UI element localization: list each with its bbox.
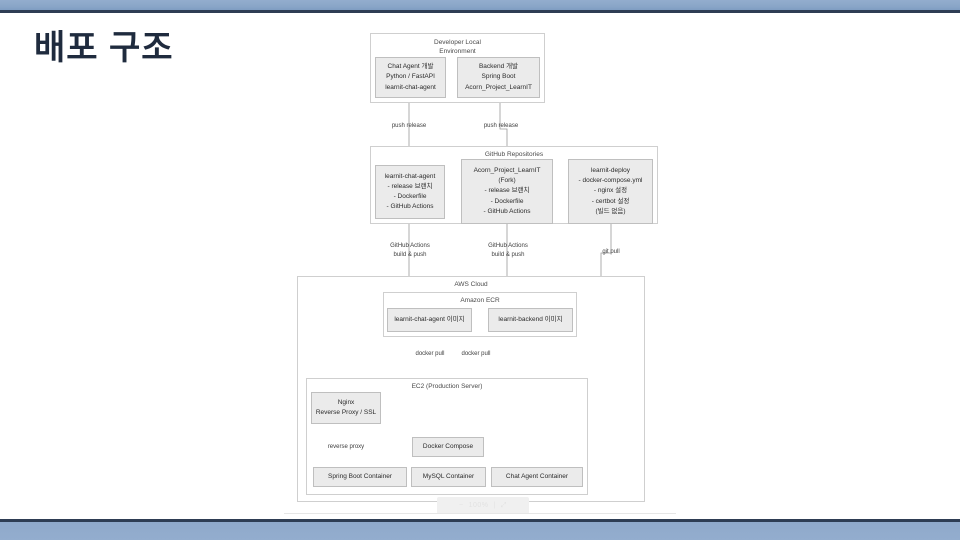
page-title: 배포 구조 — [34, 29, 174, 67]
node-line: - Dockerfile — [393, 193, 427, 200]
node-repo-deploy[interactable]: learnit-deploy - docker-compose.yml - ng… — [568, 159, 653, 224]
node-line: (빌드 없음) — [595, 207, 626, 215]
group-label-line1: Developer Local — [434, 39, 481, 46]
presentation-toolbar[interactable]: − 100% | ⤢ — [437, 497, 529, 514]
node-line: - GitHub Actions — [483, 207, 531, 215]
edge-label-push-release-1: push release — [391, 123, 427, 129]
edge-label-docker-pull-1: docker pull — [415, 351, 445, 357]
edge-label-github-actions-2: GitHub Actions build & push — [473, 242, 543, 260]
zoom-level-label: 100% — [468, 502, 489, 509]
node-line: Chat Agent Container — [505, 472, 569, 480]
node-line: Chat Agent 개발 — [387, 63, 434, 71]
node-line: - release 브랜치 — [484, 187, 530, 195]
edge-label-line: GitHub Actions — [390, 243, 430, 249]
toolbar-divider: | — [493, 502, 496, 509]
node-line: learnit-backend 이미지 — [498, 315, 563, 323]
node-line: learnit-chat-agent — [384, 172, 436, 180]
bottom-accent-bar — [0, 522, 960, 540]
group-label-line1: AWS Cloud — [454, 281, 488, 288]
edge-label-line: build & push — [491, 252, 525, 258]
node-spring-boot-container[interactable]: Spring Boot Container — [313, 467, 407, 487]
node-backend-dev[interactable]: Backend 개발 Spring Boot Acorn_Project_Lea… — [457, 57, 540, 98]
node-line: - release 브랜치 — [387, 182, 433, 190]
node-line: Nginx — [337, 398, 355, 406]
node-docker-compose[interactable]: Docker Compose — [412, 437, 484, 457]
node-ecr-chat-agent-image[interactable]: learnit-chat-agent 이미지 — [387, 308, 472, 332]
edge-label-github-actions-1: GitHub Actions build & push — [375, 242, 445, 260]
node-line: - nginx 설정 — [593, 187, 628, 195]
node-line: Docker Compose — [422, 442, 474, 450]
top-accent-rule — [0, 10, 960, 13]
top-accent-bar — [0, 0, 960, 10]
edge-label-line: build & push — [393, 252, 427, 258]
node-line: MySQL Container — [422, 472, 475, 480]
edge-label-git-pull: git pull — [602, 249, 620, 255]
edge-label-line: GitHub Actions — [488, 243, 528, 249]
node-line: Python / FastAPI — [386, 73, 435, 81]
node-line: Acorn_Project_LearnIT — [465, 83, 532, 91]
node-line: Acorn_Project_LearnIT — [473, 167, 541, 175]
node-line: Spring Boot Container — [328, 472, 392, 480]
node-line: Spring Boot — [481, 73, 516, 81]
node-repo-backend[interactable]: Acorn_Project_LearnIT (Fork) - release 브… — [461, 159, 553, 224]
group-label-line1: GitHub Repositories — [484, 151, 544, 158]
edge-label-docker-pull-2: docker pull — [461, 351, 491, 357]
node-line: - docker-compose.yml — [578, 177, 643, 185]
node-repo-chat-agent[interactable]: learnit-chat-agent - release 브랜치 - Docke… — [375, 165, 445, 219]
node-chat-agent-container[interactable]: Chat Agent Container — [491, 467, 583, 487]
bottom-accent-rule — [0, 519, 960, 522]
node-line: - GitHub Actions — [386, 203, 434, 211]
edge-label-reverse-proxy: reverse proxy — [327, 444, 365, 450]
node-line: learnit-deploy — [590, 167, 631, 175]
node-mysql-container[interactable]: MySQL Container — [411, 467, 486, 487]
node-line: - Dockerfile — [490, 197, 524, 205]
node-nginx[interactable]: Nginx Reverse Proxy / SSL — [311, 392, 381, 424]
node-line: learnit-chat-agent 이미지 — [394, 315, 465, 323]
group-label-line2: Environment — [439, 48, 476, 56]
bottom-divider — [284, 513, 676, 514]
edge-label-push-release-2: push release — [483, 123, 519, 129]
node-ecr-backend-image[interactable]: learnit-backend 이미지 — [488, 308, 573, 332]
group-label-line1: Amazon ECR — [460, 297, 500, 304]
node-line: learnit-chat-agent — [385, 83, 436, 91]
node-line: - certbot 설정 — [591, 197, 630, 205]
node-line: Backend 개발 — [478, 63, 519, 71]
node-line: (Fork) — [498, 177, 516, 185]
fullscreen-icon[interactable]: ⤢ — [500, 501, 507, 509]
group-label-line1: EC2 (Production Server) — [411, 383, 483, 390]
node-chat-agent-dev[interactable]: Chat Agent 개발 Python / FastAPI learnit-c… — [375, 57, 446, 98]
node-line: Reverse Proxy / SSL — [315, 409, 377, 416]
zoom-out-icon[interactable]: − — [459, 502, 464, 509]
